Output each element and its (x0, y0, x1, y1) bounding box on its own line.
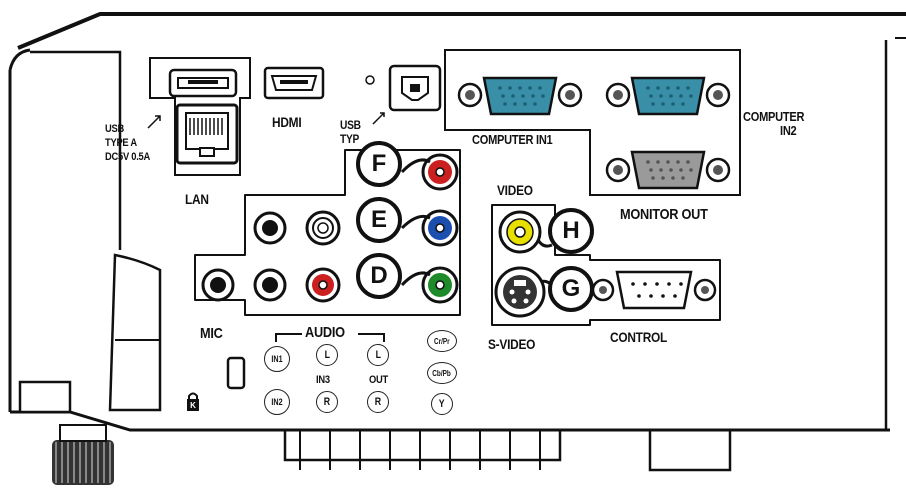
audio-out-left-icon: L (367, 344, 389, 366)
audio-in3-left-icon: L (316, 344, 338, 366)
lan-label: LAN (185, 191, 209, 207)
control-label: CONTROL (610, 329, 668, 345)
audio-in1-icon: IN1 (264, 346, 290, 372)
computer-in2-label-line2: IN2 (780, 123, 797, 138)
audio-label: AUDIO (305, 324, 345, 341)
callout-f-badge: F (356, 141, 402, 187)
mic-label: MIC (200, 325, 223, 342)
hdmi-label: HDMI (272, 114, 302, 130)
video-label: VIDEO (497, 182, 533, 198)
monitor-out-label: MONITOR OUT (620, 206, 708, 223)
usb-type-a-label-line2: TYPE A (105, 137, 137, 149)
usb-type-b-label-line2: TYP (340, 132, 360, 146)
callout-d-badge: D (356, 253, 402, 299)
component-cb-pb-icon: Cb/Pb (427, 362, 457, 384)
audio-out-right-icon: R (367, 391, 389, 413)
computer-in1-label: COMPUTER IN1 (472, 132, 553, 147)
component-cr-pr-icon: Cr/Pr (427, 330, 457, 352)
out-label: OUT (369, 374, 388, 386)
in3-label: IN3 (316, 374, 330, 386)
callout-g-badge: G (548, 266, 594, 312)
audio-in3-right-icon: R (316, 391, 338, 413)
audio-in2-icon: IN2 (264, 389, 290, 415)
computer-in2-label: COMPUTER (743, 109, 805, 124)
svg-text:K: K (190, 401, 196, 410)
callout-h-badge: H (548, 208, 594, 254)
s-video-label: S-VIDEO (488, 336, 536, 352)
usb-type-a-label: USB (105, 123, 124, 135)
component-y-icon: Y (431, 393, 453, 415)
callout-e-badge: E (356, 197, 402, 243)
usb-type-b-label: USB (340, 118, 361, 132)
usb-power-rating-label: DC5V 0.5A (105, 151, 150, 163)
